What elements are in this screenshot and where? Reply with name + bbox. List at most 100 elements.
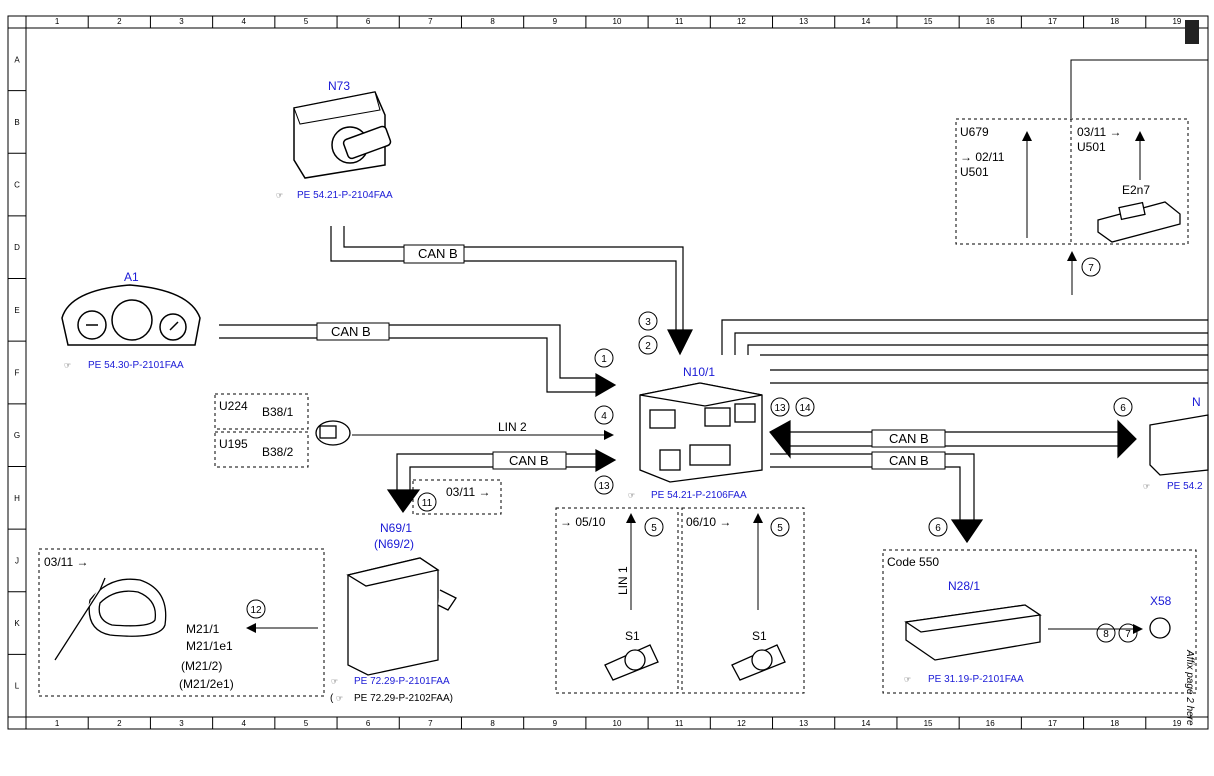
right-module-label: N bbox=[1192, 395, 1201, 409]
sam-module-icon bbox=[639, 382, 763, 483]
n69-1-ref-link[interactable]: PE 72.29-P-2101FAA bbox=[354, 676, 450, 687]
s1-box-a-date: → 05/10 bbox=[560, 515, 606, 529]
column-label: 8 bbox=[490, 719, 495, 728]
row-label: D bbox=[14, 243, 20, 252]
connector-icon bbox=[1149, 617, 1171, 639]
row-label: E bbox=[14, 306, 19, 315]
callout-1: 1 bbox=[601, 354, 607, 365]
column-label: 5 bbox=[304, 17, 309, 26]
n10-1-ref-link[interactable]: PE 54.21-P-2106FAA bbox=[651, 490, 747, 501]
can-b-tag bbox=[871, 451, 946, 470]
e2n7-label: E2n7 bbox=[1122, 183, 1150, 197]
column-label: 6 bbox=[366, 17, 371, 26]
column-label: 19 bbox=[1172, 17, 1181, 26]
column-label: 13 bbox=[799, 17, 808, 26]
a1-ref-link[interactable]: PE 54.30-P-2101FAA bbox=[88, 360, 184, 371]
u-box-date: 03/11 → bbox=[1077, 125, 1121, 139]
column-label: 16 bbox=[986, 17, 995, 26]
a1-label: A1 bbox=[124, 270, 139, 284]
row-label: H bbox=[14, 494, 20, 503]
n69-2-ref-link[interactable]: PE 72.29-P-2102FAA) bbox=[354, 693, 453, 704]
page-corner-icon bbox=[1185, 20, 1199, 44]
column-label: 10 bbox=[613, 719, 622, 728]
callout-12: 12 bbox=[250, 605, 262, 616]
column-label: 15 bbox=[924, 17, 933, 26]
column-label: 2 bbox=[117, 17, 122, 26]
callout-6b: 6 bbox=[935, 523, 941, 534]
callout-14: 14 bbox=[799, 403, 811, 414]
n28-1-ref-link[interactable]: PE 31.19-P-2101FAA bbox=[928, 674, 1024, 685]
column-label: 19 bbox=[1172, 719, 1181, 728]
s1a-label: S1 bbox=[625, 629, 640, 643]
n69-2-ref-open: ( bbox=[330, 693, 334, 704]
column-label: 15 bbox=[924, 719, 933, 728]
right-module-ref-link[interactable]: PE 54.2 bbox=[1167, 481, 1203, 492]
callout-7: 7 bbox=[1088, 263, 1094, 274]
callout-8: 8 bbox=[1103, 629, 1109, 640]
ref-hand-icon: ☞ bbox=[64, 361, 71, 370]
n73-ref-link[interactable]: PE 54.21-P-2104FAA bbox=[297, 190, 393, 201]
mirror-label-1: M21/1e1 bbox=[186, 639, 233, 653]
row-label: A bbox=[14, 55, 20, 64]
u679-arrow-date: → 02/11 bbox=[960, 150, 1005, 164]
row-label: B bbox=[14, 118, 19, 127]
can-b-label: CAN B bbox=[889, 453, 929, 468]
date-0311: 03/11 → bbox=[446, 485, 490, 499]
callout-11: 11 bbox=[422, 498, 433, 509]
control-unit-icon bbox=[1149, 414, 1209, 476]
ref-hand-icon: ☞ bbox=[628, 491, 635, 500]
b38-1-label: B38/1 bbox=[262, 405, 294, 419]
column-label: 1 bbox=[55, 719, 60, 728]
callout-3: 3 bbox=[645, 317, 651, 328]
column-label: 14 bbox=[861, 17, 870, 26]
can-b-label: CAN B bbox=[331, 324, 371, 339]
callout-2: 2 bbox=[645, 341, 651, 352]
callout-6: 6 bbox=[1120, 403, 1126, 414]
ref-hand-icon: ☞ bbox=[276, 191, 283, 200]
mirror-date: 03/11 → bbox=[44, 555, 88, 569]
ref-hand-icon: ☞ bbox=[336, 694, 343, 703]
column-label: 1 bbox=[55, 17, 60, 26]
u224-label: U224 bbox=[219, 399, 248, 413]
row-label: L bbox=[15, 682, 20, 691]
callout-13b: 13 bbox=[774, 403, 786, 414]
callout-4: 4 bbox=[601, 411, 607, 422]
switch-icon bbox=[604, 644, 786, 681]
n69-2-label: (N69/2) bbox=[374, 537, 414, 551]
column-label: 7 bbox=[428, 17, 433, 26]
callout-13: 13 bbox=[598, 481, 610, 492]
column-label: 5 bbox=[304, 719, 309, 728]
door-module-icon bbox=[346, 557, 457, 676]
code-550-label: Code 550 bbox=[887, 555, 939, 569]
can-b-label: CAN B bbox=[509, 453, 549, 468]
s1-boxes bbox=[555, 507, 805, 694]
column-label: 10 bbox=[613, 17, 622, 26]
u195-label: U195 bbox=[219, 437, 248, 451]
column-label: 18 bbox=[1110, 719, 1119, 728]
column-label: 7 bbox=[428, 719, 433, 728]
code-550-box bbox=[882, 549, 1197, 694]
n69-1-label: N69/1 bbox=[380, 521, 412, 535]
mirror-label-2: (M21/2) bbox=[181, 659, 222, 673]
ref-hand-icon: ☞ bbox=[1143, 482, 1150, 491]
u501-label: U501 bbox=[960, 165, 989, 179]
n73-label: N73 bbox=[328, 79, 350, 93]
can-b-tag bbox=[492, 451, 567, 470]
column-label: 6 bbox=[366, 719, 371, 728]
affix-text: Affix page 2 here bbox=[1184, 649, 1195, 726]
can-b-tag bbox=[403, 244, 465, 264]
column-label: 11 bbox=[675, 17, 684, 26]
can-b-line-a1 bbox=[219, 324, 617, 398]
column-label: 17 bbox=[1048, 719, 1057, 728]
column-label: 16 bbox=[986, 719, 995, 728]
row-label: J bbox=[15, 556, 19, 565]
headlamp-module-icon bbox=[1097, 201, 1181, 243]
column-label: 9 bbox=[553, 17, 558, 26]
column-label: 12 bbox=[737, 17, 746, 26]
lin-2-label: LIN 2 bbox=[498, 420, 527, 434]
lin-1-label: LIN 1 bbox=[616, 566, 630, 595]
u679-label: U679 bbox=[960, 125, 989, 139]
u501b-label: U501 bbox=[1077, 140, 1106, 154]
column-label: 3 bbox=[179, 719, 184, 728]
